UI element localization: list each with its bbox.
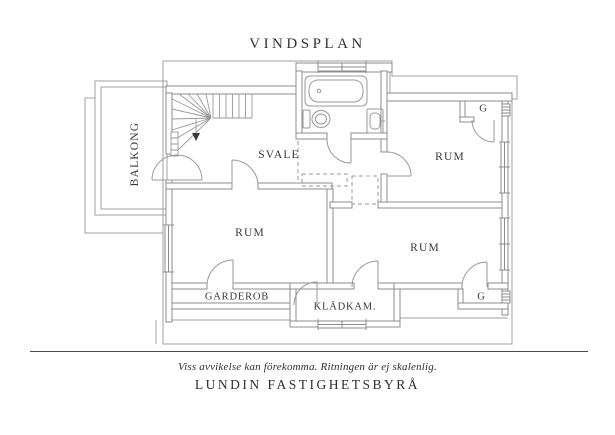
label-g-top: G <box>479 103 487 115</box>
hatch-bottom-right <box>501 290 511 304</box>
label-rum-top-right: RUM <box>435 151 465 163</box>
room-bottom-left-door <box>231 159 259 187</box>
stair-direction-arrow <box>192 133 200 141</box>
page-title: VINDSPLAN <box>249 36 366 52</box>
footer-divider <box>30 351 588 352</box>
toilet <box>302 109 331 129</box>
closet-bottom-right-door <box>461 261 488 288</box>
label-kladkam: KLÄDKAM. <box>313 301 377 313</box>
bathtub <box>304 75 368 107</box>
label-garderob: GARDEROB <box>204 291 270 303</box>
closet-top-right-door <box>471 119 495 143</box>
window-kladkam-bottom <box>317 319 367 330</box>
kladkam-door <box>351 260 379 288</box>
doors <box>151 119 495 306</box>
stair-railing <box>170 131 179 157</box>
bathroom-fixtures <box>302 75 385 134</box>
footer-disclaimer: Viss avvikelse kan förekomma. Ritningen … <box>178 361 437 373</box>
label-balkong: BALKONG <box>129 121 141 187</box>
window-left <box>163 224 174 273</box>
footer-agency-name: LUNDIN FASTIGHETSBYRÅ <box>194 377 421 392</box>
balcony-outline <box>84 80 168 234</box>
room-top-right-door <box>386 151 412 177</box>
label-g-bottom: G <box>477 291 485 303</box>
wardrobe-end-door <box>293 281 318 306</box>
wardrobe-door <box>206 259 234 287</box>
label-svale: SVALE <box>258 149 300 161</box>
window-bath-top <box>317 61 367 73</box>
window-right-bottom <box>499 217 510 271</box>
label-rum-bottom-right: RUM <box>410 242 440 254</box>
windows <box>163 61 510 330</box>
ceiling-height-dashes <box>297 141 379 205</box>
stairs <box>170 93 253 157</box>
label-rum-bottom-left: RUM <box>235 227 265 239</box>
window-right-top <box>499 141 510 194</box>
hatch-top-right <box>501 103 511 117</box>
radiator-hatches <box>501 103 511 304</box>
sink <box>366 108 385 134</box>
walls <box>165 62 513 328</box>
balcony-door <box>151 154 203 181</box>
bathroom-door <box>326 138 352 164</box>
